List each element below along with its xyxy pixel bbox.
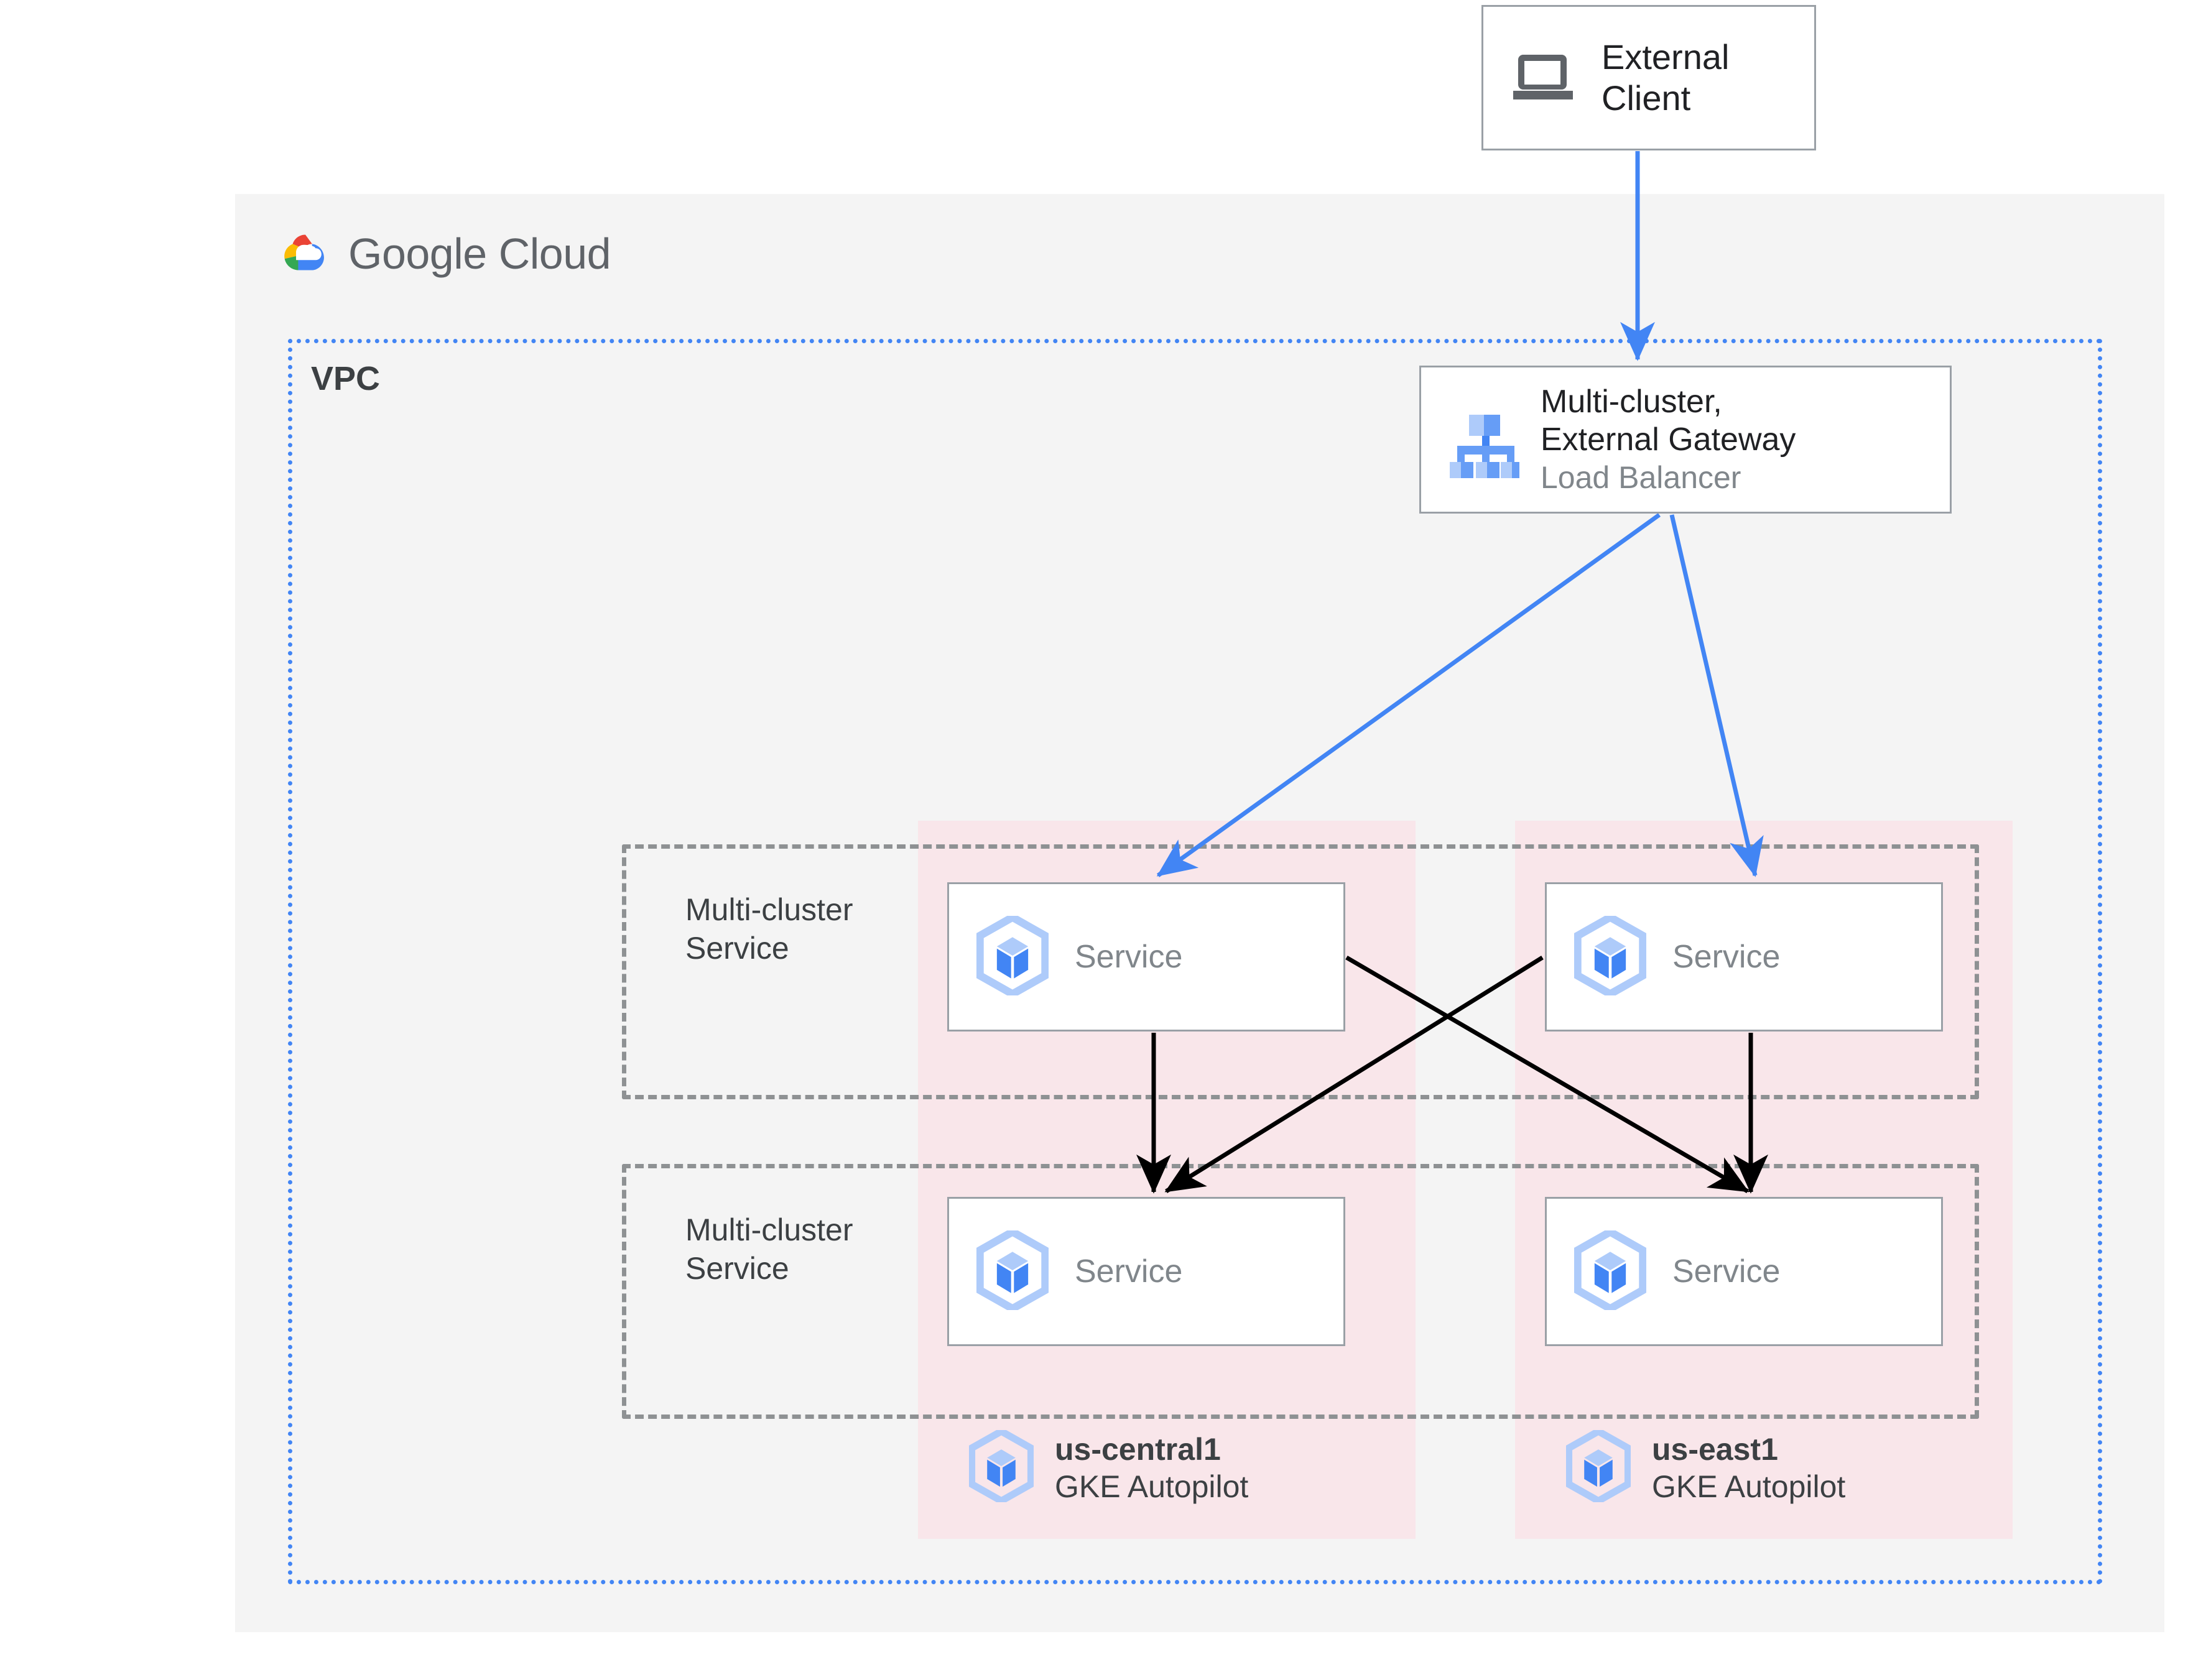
mcs-label-2-line1: Multi-cluster — [685, 1212, 853, 1247]
service-label-central-top: Service — [1075, 939, 1183, 975]
google-cloud-logo-icon — [280, 231, 331, 277]
load-balancer-title: Multi-cluster, External Gateway — [1541, 383, 1796, 459]
cluster-name-us-central1: us-central1 — [1055, 1431, 1221, 1467]
load-balancer-icon — [1440, 399, 1524, 486]
cluster-text-us-central1: us-central1 GKE Autopilot — [1055, 1431, 1248, 1505]
laptop-icon — [1512, 52, 1577, 104]
service-node-central-top[interactable]: Service — [947, 882, 1345, 1032]
cluster-kind-us-central1: GKE Autopilot — [1055, 1469, 1249, 1504]
service-node-east-top[interactable]: Service — [1545, 882, 1943, 1032]
service-label-east-bottom: Service — [1672, 1253, 1781, 1290]
external-client-node[interactable]: External Client — [1481, 5, 1816, 150]
gke-service-icon — [976, 912, 1049, 999]
service-node-east-bottom[interactable]: Service — [1545, 1197, 1943, 1346]
gke-cluster-icon — [968, 1427, 1035, 1505]
external-client-title-line1: External — [1601, 37, 1730, 76]
mcs-label-1-line2: Service — [685, 931, 789, 966]
gke-service-icon — [1574, 1227, 1647, 1313]
multicluster-service-label-1: Multi-cluster Service — [685, 890, 853, 967]
gke-service-icon — [976, 1227, 1049, 1313]
vpc-label: VPC — [311, 360, 381, 397]
external-client-title-line2: Client — [1601, 78, 1691, 118]
google-cloud-logo-text: Google Cloud — [348, 229, 611, 279]
multicluster-service-label-2: Multi-cluster Service — [685, 1211, 853, 1288]
load-balancer-title-line2: External Gateway — [1541, 422, 1796, 458]
cluster-kind-us-east1: GKE Autopilot — [1652, 1469, 1846, 1504]
load-balancer-node[interactable]: Multi-cluster, External Gateway Load Bal… — [1419, 366, 1952, 514]
vpc-boundary — [288, 339, 2102, 1584]
cluster-text-us-east1: us-east1 GKE Autopilot — [1652, 1431, 1845, 1505]
logo-word-google: Google — [348, 229, 487, 278]
service-node-central-bottom[interactable]: Service — [947, 1197, 1345, 1346]
mcs-label-2-line2: Service — [685, 1251, 789, 1286]
cluster-footer-us-central1: us-central1 GKE Autopilot — [968, 1427, 1248, 1505]
load-balancer-title-line1: Multi-cluster, — [1541, 384, 1722, 420]
gke-service-icon — [1574, 912, 1647, 999]
logo-word-cloud: Cloud — [498, 229, 611, 278]
gke-cluster-icon — [1565, 1427, 1632, 1505]
load-balancer-text: Multi-cluster, External Gateway Load Bal… — [1541, 383, 1796, 496]
load-balancer-subtitle: Load Balancer — [1541, 459, 1741, 495]
mcs-label-1-line1: Multi-cluster — [685, 892, 853, 927]
service-label-central-bottom: Service — [1075, 1253, 1183, 1290]
google-cloud-logo: Google Cloud — [280, 229, 611, 279]
external-client-title: External Client — [1601, 37, 1729, 119]
service-label-east-top: Service — [1672, 939, 1781, 975]
cluster-name-us-east1: us-east1 — [1652, 1431, 1778, 1467]
cluster-footer-us-east1: us-east1 GKE Autopilot — [1565, 1427, 1845, 1505]
